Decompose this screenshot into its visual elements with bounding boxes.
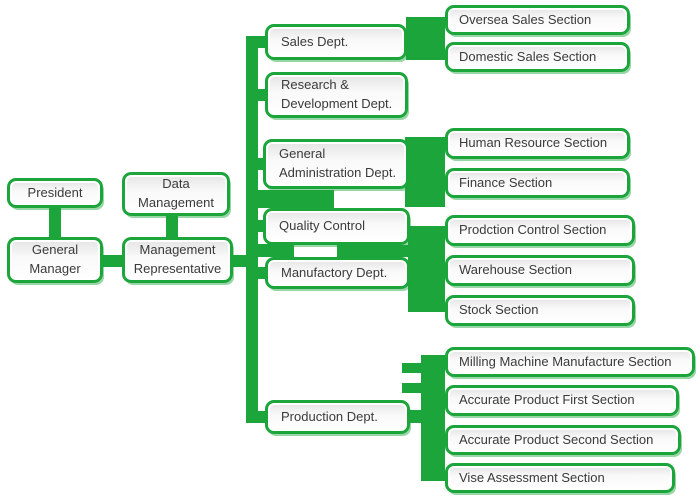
box-data-management: Data Management [122, 172, 230, 216]
connector-president-gm [49, 206, 61, 239]
connector-slab-qc-right [337, 245, 412, 257]
connector-block-ga-sections [405, 137, 445, 207]
connector-block-qc-mfg-sections [408, 226, 445, 312]
box-domestic-sales-section: Domestic Sales Section [445, 42, 630, 72]
box-general-administration: General Administration Dept. [263, 139, 409, 189]
box-president: President [7, 178, 103, 208]
box-quality-control: Quality Control [263, 208, 410, 245]
connector-block-production-sections [421, 355, 445, 481]
connector-datamgmt-mr [166, 213, 178, 239]
box-oversea-sales-section: Oversea Sales Section [445, 5, 630, 35]
box-accurate-second-section: Accurate Product Second Section [445, 425, 681, 455]
box-prodction-control-section: Prodction Control Section [445, 215, 635, 246]
box-management-representative: Management Representative [122, 237, 233, 283]
box-human-resource-section: Human Resource Section [445, 128, 630, 159]
connector-slab-ga [246, 190, 334, 208]
box-stock-section: Stock Section [445, 295, 635, 326]
connector-mr-trunk [230, 255, 250, 267]
connector-slab-qc-left [246, 244, 294, 257]
box-sales-dept: Sales Dept. [265, 24, 407, 60]
box-warehouse-section: Warehouse Section [445, 255, 635, 286]
box-milling-machine-section: Milling Machine Manufacture Section [445, 347, 695, 377]
connector-gm-mr [100, 255, 126, 267]
box-general-manager: General Manager [7, 237, 103, 283]
box-manufactory-dept: Manufactory Dept. [265, 257, 410, 289]
connector-block-sales-sections [406, 17, 445, 60]
box-accurate-first-section: Accurate Product First Section [445, 385, 679, 416]
connector-stub-upper [402, 363, 423, 373]
box-vise-assessment-section: Vise Assessment Section [445, 463, 675, 493]
box-research-development: Research & Development Dept. [265, 72, 408, 118]
box-production-dept: Production Dept. [265, 400, 410, 434]
connector-production-stub [407, 410, 423, 423]
connector-stub-lower [402, 383, 423, 393]
box-finance-section: Finance Section [445, 168, 630, 198]
connector-trunk [246, 36, 258, 423]
